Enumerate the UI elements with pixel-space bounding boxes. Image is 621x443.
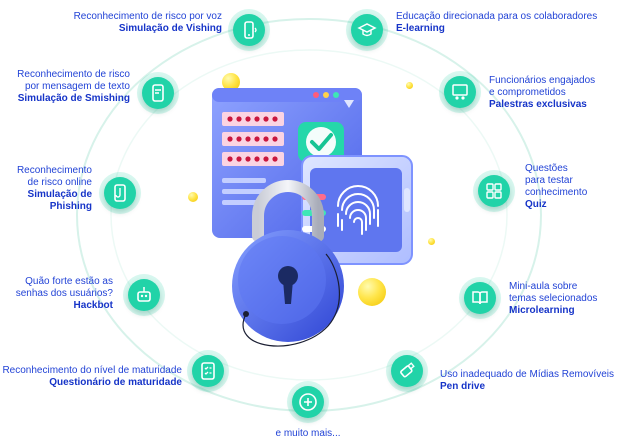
desc-line: conhecimento	[525, 187, 588, 198]
desc-line: Questões	[525, 163, 568, 174]
title: Hackbot	[73, 300, 113, 311]
desc-line: Uso inadequado de Mídias Removíveis	[440, 369, 614, 380]
label-phishing: Reconhecimento de risco online Simulação…	[12, 165, 92, 213]
padlock-icon	[232, 180, 344, 342]
node-vishing[interactable]	[233, 14, 265, 46]
node-maturidade[interactable]	[192, 355, 224, 387]
node-elearning[interactable]	[351, 14, 383, 46]
desc-line: Reconhecimento de risco por voz	[73, 11, 222, 22]
node-quiz[interactable]	[478, 175, 510, 207]
decor-ball	[188, 192, 198, 202]
decor-ball	[428, 238, 435, 245]
phone-sound-icon	[244, 21, 257, 39]
desc-line: e comprometidos	[489, 87, 566, 98]
plus-icon	[299, 393, 317, 411]
decor-ball	[222, 73, 240, 91]
title: Palestras exclusivas	[489, 99, 587, 110]
desc-line: por mensagem de texto	[24, 81, 130, 92]
security-illustration	[212, 88, 413, 347]
node-hackbot[interactable]	[128, 279, 160, 311]
desc-line: Reconhecimento de risco	[17, 69, 130, 80]
desc-line: de risco online	[27, 177, 92, 188]
graduation-cap-icon	[357, 23, 377, 37]
desc-line: Funcionários engajados	[489, 75, 596, 86]
presentation-icon	[452, 84, 468, 100]
node-mais[interactable]	[292, 386, 324, 418]
desc-line: senhas dos usuários?	[15, 288, 113, 299]
title: Pen drive	[440, 381, 486, 392]
title: Simulação de Vishing	[118, 23, 222, 34]
robot-icon	[137, 287, 151, 302]
desc-line: para testar	[525, 175, 573, 186]
node-microlearning[interactable]	[464, 282, 496, 314]
title: Simulação de Phishing	[27, 189, 92, 212]
label-palestras: Funcionários engajados e comprometidos P…	[489, 75, 595, 111]
check-shield-icon	[298, 122, 344, 162]
message-icon	[152, 84, 164, 102]
node-phishing[interactable]	[104, 177, 136, 209]
desc-line: temas selecionados	[509, 293, 598, 304]
decor-ball	[406, 82, 413, 89]
title: Microlearning	[509, 305, 575, 316]
title: Quiz	[525, 199, 547, 210]
desc-line: Educação direcionada para os colaborador…	[396, 11, 598, 22]
label-microlearning: Mini-aula sobre temas selecionados Micro…	[509, 281, 597, 317]
fingerprint-scanner	[301, 155, 413, 265]
cable-line	[242, 253, 340, 347]
desc-line: Reconhecimento do nível de maturidade	[2, 365, 182, 376]
label-smishing: Reconhecimento de risco por mensagem de …	[10, 69, 130, 105]
node-palestras[interactable]	[444, 76, 476, 108]
label-elearning: Educação direcionada para os colaborador…	[396, 11, 597, 35]
desc-line: e muito mais...	[275, 428, 341, 439]
desc-line: Mini-aula sobre	[509, 281, 578, 292]
label-mais: e muito mais...	[258, 428, 358, 440]
decor-ball	[358, 278, 386, 306]
label-pendrive: Uso inadequado de Mídias Removíveis Pen …	[440, 369, 614, 393]
title: Questionário de maturidade	[49, 377, 182, 388]
title: Simulação de Smishing	[17, 93, 130, 104]
label-quiz: Questões para testar conhecimento Quiz	[525, 163, 587, 211]
usb-drive-icon	[400, 362, 415, 378]
checklist-icon	[201, 362, 215, 380]
phishing-hook-icon	[114, 184, 126, 202]
label-hackbot: Quão forte estão as senhas dos usuários?…	[16, 276, 113, 312]
desc-line: Reconhecimento	[16, 165, 92, 176]
node-pendrive[interactable]	[391, 355, 423, 387]
node-smishing[interactable]	[142, 77, 174, 109]
label-maturidade: Reconhecimento do nível de maturidade Qu…	[2, 365, 182, 389]
label-vishing: Reconhecimento de risco por voz Simulaçã…	[74, 11, 222, 35]
book-icon	[472, 291, 488, 305]
desc-line: Quão forte estão as	[25, 276, 113, 287]
quiz-grid-icon	[486, 183, 502, 199]
title: E-learning	[396, 23, 445, 34]
